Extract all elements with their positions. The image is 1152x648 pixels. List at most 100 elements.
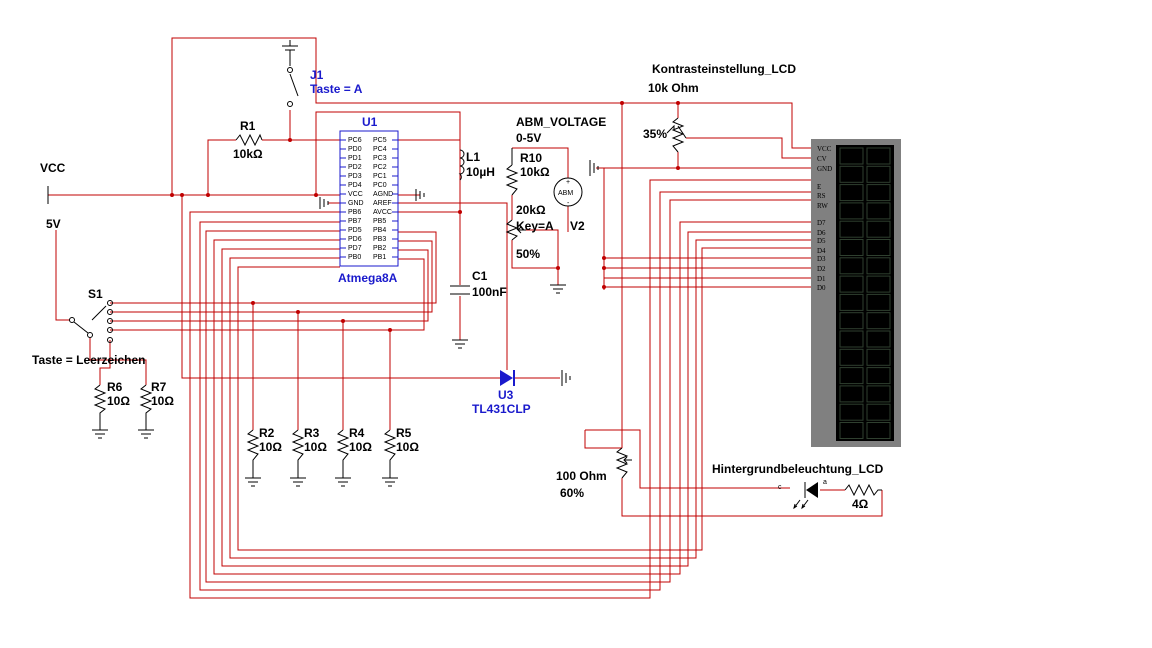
microcontroller-u1: U1 Atmega8A PC6PD0PD1PD2PD3PD4VCCGNDPB6P…: [338, 115, 399, 285]
u1-pin-label: PD7: [348, 245, 362, 252]
lcd-pin-label: RW: [817, 202, 828, 210]
lcd-character-cell: [839, 184, 864, 202]
svg-text:VCC: VCC: [40, 161, 66, 175]
lcd-character-cell: [839, 293, 864, 311]
shunt-regulator-u3: U3 TL431CLP: [472, 370, 571, 416]
lcd-pin-label: D6: [817, 229, 826, 237]
svg-text:U3: U3: [498, 388, 514, 402]
svg-text:10Ω: 10Ω: [151, 394, 174, 408]
svg-text:Kontrasteinstellung_LCD: Kontrasteinstellung_LCD: [652, 62, 796, 76]
lcd-character-cell: [866, 422, 891, 439]
svg-text:a: a: [823, 479, 827, 486]
svg-text:0-5V: 0-5V: [516, 131, 541, 145]
u1-right-pins: PC5PC4PC3PC2PC1PC0AGNDAREFAVCCPB5PB4PB3P…: [373, 137, 398, 261]
lcd-character-cell: [839, 348, 864, 366]
svg-text:10Ω: 10Ω: [396, 440, 419, 454]
lcd-character-cell: [866, 220, 891, 238]
svg-text:100 Ohm: 100 Ohm: [556, 469, 607, 483]
svg-text:10Ω: 10Ω: [304, 440, 327, 454]
u1-pin-label: PC2: [373, 164, 387, 171]
u1-pin-label: PB1: [373, 254, 386, 261]
lcd-pin-label: D2: [817, 265, 826, 273]
lcd-character-cell: [839, 367, 864, 385]
svg-text:c: c: [778, 484, 782, 491]
svg-text:35%: 35%: [643, 127, 667, 141]
svg-text:10Ω: 10Ω: [259, 440, 282, 454]
u1-pin-label: PD1: [348, 155, 362, 162]
lcd-character-cell: [839, 257, 864, 275]
lcd-character-cell: [866, 403, 891, 421]
lcd-character-cell: [866, 348, 891, 366]
svg-text:R1: R1: [240, 119, 256, 133]
svg-text:10kΩ: 10kΩ: [233, 147, 263, 161]
lcd-pin-label: VCC: [817, 145, 832, 153]
svg-text:10kΩ: 10kΩ: [520, 165, 550, 179]
u1-pin-label: PC6: [348, 137, 362, 144]
lcd-pin-label: D7: [817, 219, 826, 227]
u1-pin-label: PD3: [348, 173, 362, 180]
resistor-backlight: 4Ω: [844, 483, 882, 511]
abm-voltage-source: ABM_VOLTAGE 0-5V ABM + - V2: [516, 115, 606, 233]
svg-text:C1: C1: [472, 269, 488, 283]
u1-pin-label: PB3: [373, 236, 386, 243]
lcd-character-cell: [866, 367, 891, 385]
lcd-character-cell: [839, 147, 864, 165]
lcd-character-cell: [866, 330, 891, 348]
svg-text:Taste = Leerzeichen: Taste = Leerzeichen: [32, 353, 146, 367]
svg-text:S1: S1: [88, 287, 103, 301]
svg-text:50%: 50%: [516, 247, 540, 261]
svg-text:5V: 5V: [46, 217, 61, 231]
lcd-character-cell: [839, 403, 864, 421]
potentiometer-contrast[interactable]: Kontrasteinstellung_LCD 10k Ohm 35%: [643, 62, 796, 153]
u1-pin-label: PB0: [348, 254, 361, 261]
svg-text:ABM_VOLTAGE: ABM_VOLTAGE: [516, 115, 606, 129]
svg-text:10µH: 10µH: [466, 165, 495, 179]
svg-text:R3: R3: [304, 426, 320, 440]
svg-text:ABM: ABM: [558, 190, 573, 197]
lcd-character-cell: [866, 184, 891, 202]
svg-text:R5: R5: [396, 426, 412, 440]
lcd-character-cell: [866, 147, 891, 165]
lcd-character-cell: [866, 239, 891, 256]
svg-text:R4: R4: [349, 426, 365, 440]
svg-text:100nF: 100nF: [472, 285, 507, 299]
lcd-character-cell: [839, 202, 864, 220]
u1-pin-label: PD4: [348, 182, 362, 189]
u1-pin-label: AVCC: [373, 209, 392, 216]
potentiometer-abm[interactable]: 20kΩ Key=A 50%: [505, 203, 554, 261]
lcd-character-cell: [839, 239, 864, 256]
switch-j1[interactable]: J1 Taste = A: [282, 40, 363, 107]
lcd-character-cell: [866, 385, 891, 403]
u1-pin-label: PB7: [348, 218, 361, 225]
resistor-r3: R3 10Ω: [290, 426, 327, 487]
svg-text:10k Ohm: 10k Ohm: [648, 81, 699, 95]
u1-pin-label: PD0: [348, 146, 362, 153]
lcd-character-cell: [866, 257, 891, 275]
resistor-r4: R4 10Ω: [335, 426, 372, 487]
lcd-pin-label: D0: [817, 284, 826, 292]
inductor-l1: L1 10µH: [458, 149, 495, 181]
lcd-character-cell: [839, 165, 864, 183]
switch-s1[interactable]: S1 Taste = Leerzeichen: [32, 287, 146, 367]
lcd-cells: [839, 147, 891, 439]
svg-text:R10: R10: [520, 151, 542, 165]
potentiometer-backlight[interactable]: 100 Ohm 60%: [556, 447, 632, 500]
u1-pin-label: PC3: [373, 155, 387, 162]
lcd-character-cell: [839, 385, 864, 403]
u1-pin-label: GND: [348, 200, 364, 207]
lcd-pin-label: D5: [817, 237, 826, 245]
lcd-character-cell: [839, 275, 864, 293]
u1-pin-label: VCC: [348, 191, 363, 198]
u1-left-pins: PC6PD0PD1PD2PD3PD4VCCGNDPB6PB7PD5PD6PD7P…: [340, 137, 364, 261]
lcd-character-cell: [839, 422, 864, 439]
ground-abm: [550, 284, 566, 294]
lcd-character-cell: [866, 293, 891, 311]
lcd-pin-label: D1: [817, 275, 826, 283]
svg-text:10Ω: 10Ω: [107, 394, 130, 408]
u1-pin-label: PD2: [348, 164, 362, 171]
svg-text:Taste = A: Taste = A: [310, 82, 363, 96]
svg-text:L1: L1: [466, 150, 480, 164]
u1-pin-label: PB4: [373, 227, 386, 234]
